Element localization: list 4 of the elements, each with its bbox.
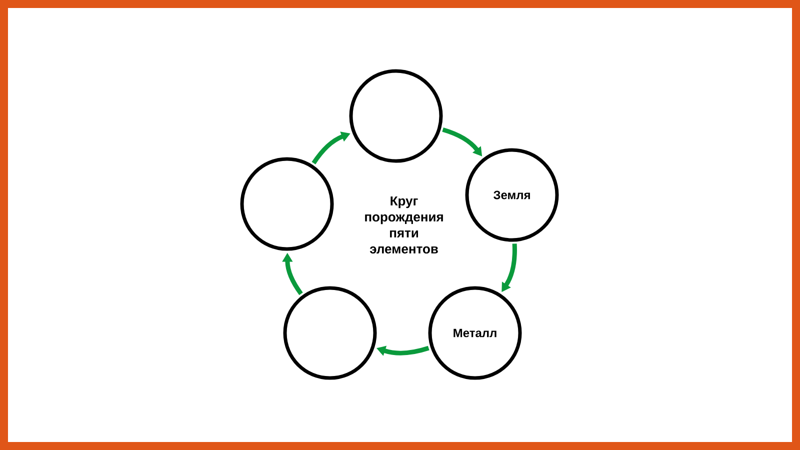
element-circle: [240, 157, 334, 251]
element-circle: [349, 69, 443, 163]
center-title: Круг порождения пяти элементов: [365, 196, 443, 254]
element-circle: [283, 286, 377, 380]
